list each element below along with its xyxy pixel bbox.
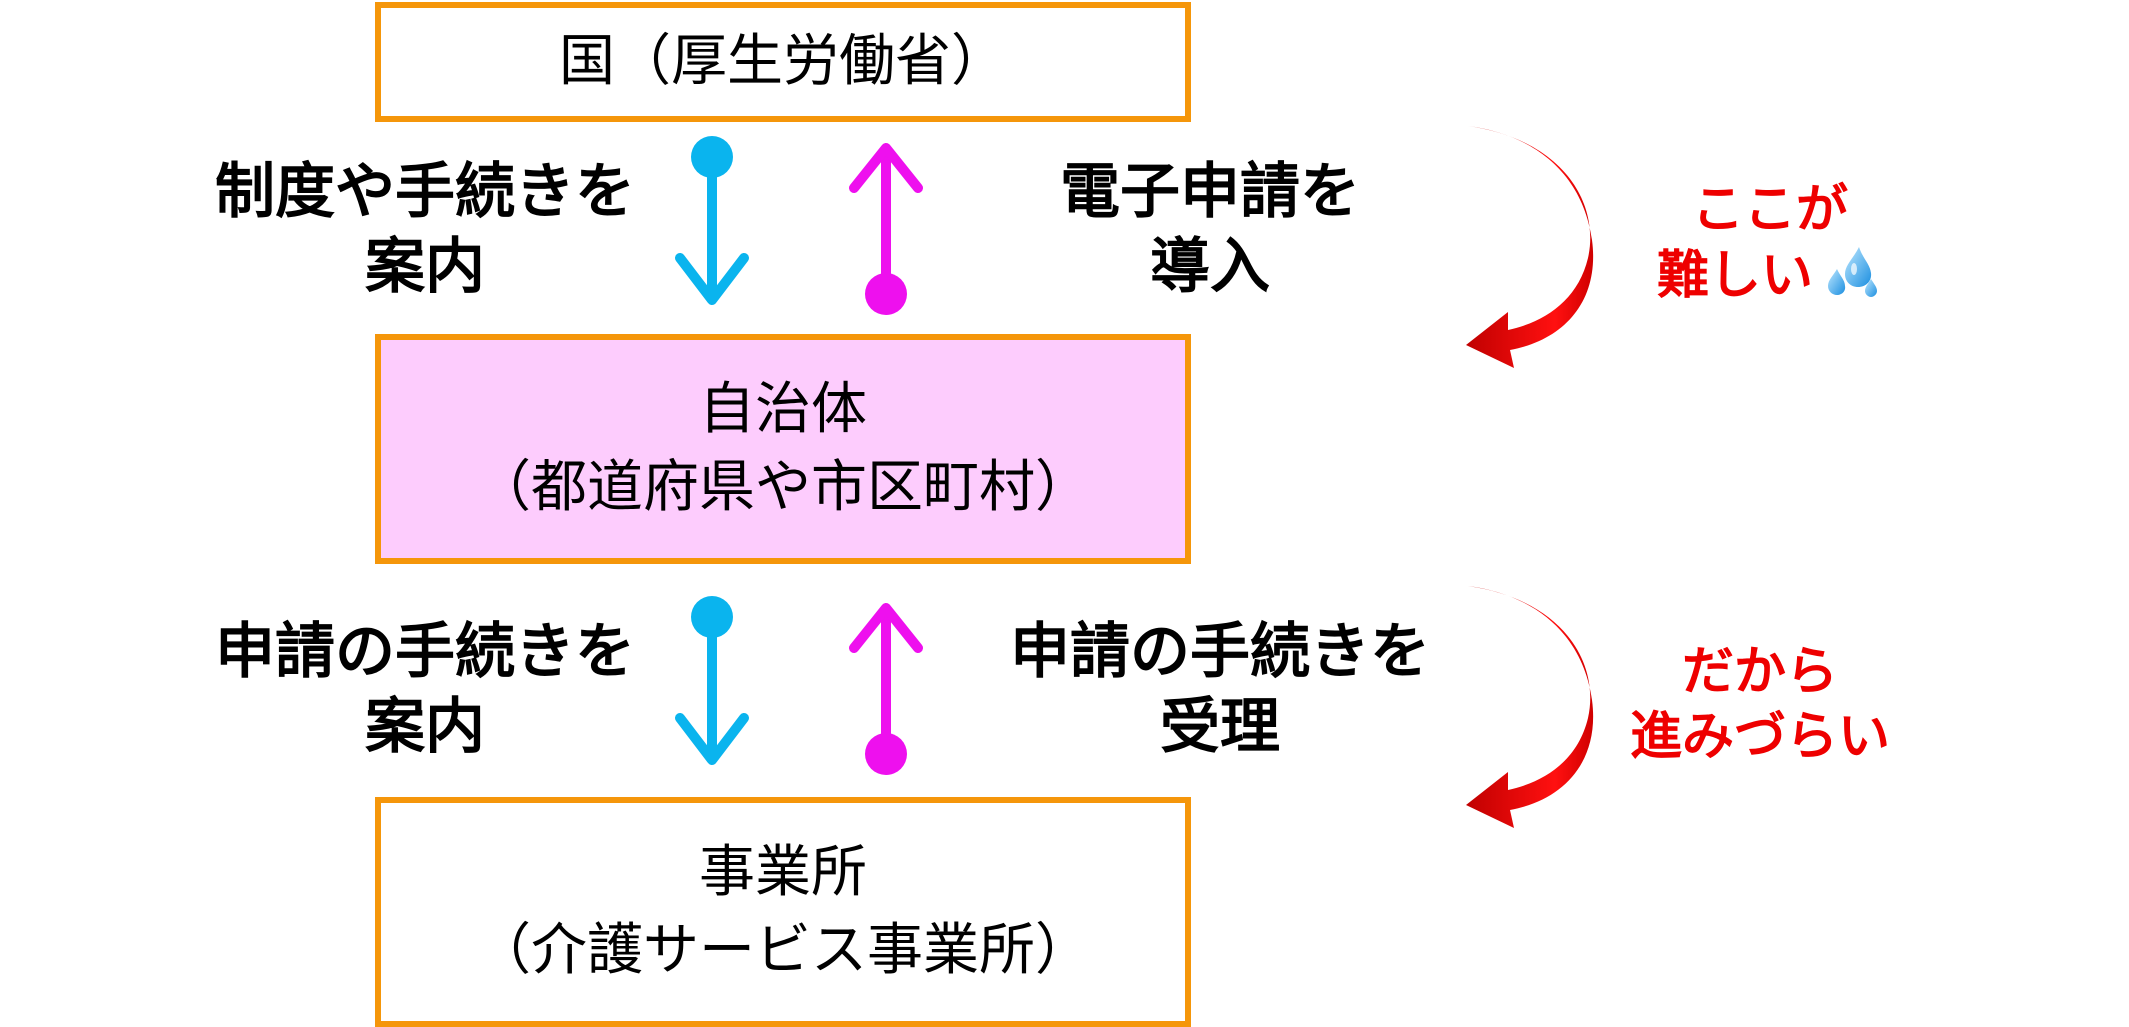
upper-down-arrow [675,136,749,305]
upper-left-flow-label: 制度や手続きを 案内 [215,157,635,302]
business-box: 事業所 （介護サービス事業所） [375,797,1191,1027]
lower-difficulty-note: だから 進みづらい [1629,642,1890,767]
upper-difficulty-note: ここが 難しい [1640,178,1900,315]
municipality-sublabel: （都道府県や市区町村） [475,455,1091,520]
sweat-droplets-icon [1823,243,1883,315]
ministry-box: 国（厚生労働省） [375,2,1191,122]
municipality-box: 自治体 （都道府県や市区町村） [375,334,1191,564]
lower-curved-arrow [1466,586,1594,828]
ministry-label: 国（厚生労働省） [559,28,1007,94]
lower-up-arrow [849,603,923,775]
lower-right-flow-label: 申請の手続きを 受理 [1010,617,1430,762]
upper-up-arrow [849,143,923,315]
upper-right-flow-label: 電子申請を 導入 [1060,157,1360,302]
lower-left-flow-label: 申請の手続きを 案内 [215,617,635,762]
upper-curved-arrow [1466,126,1594,368]
lower-down-arrow [675,596,749,765]
municipality-label: 自治体 [699,376,867,442]
business-label: 事業所 [699,839,867,905]
business-sublabel: （介護サービス事業所） [475,918,1091,983]
